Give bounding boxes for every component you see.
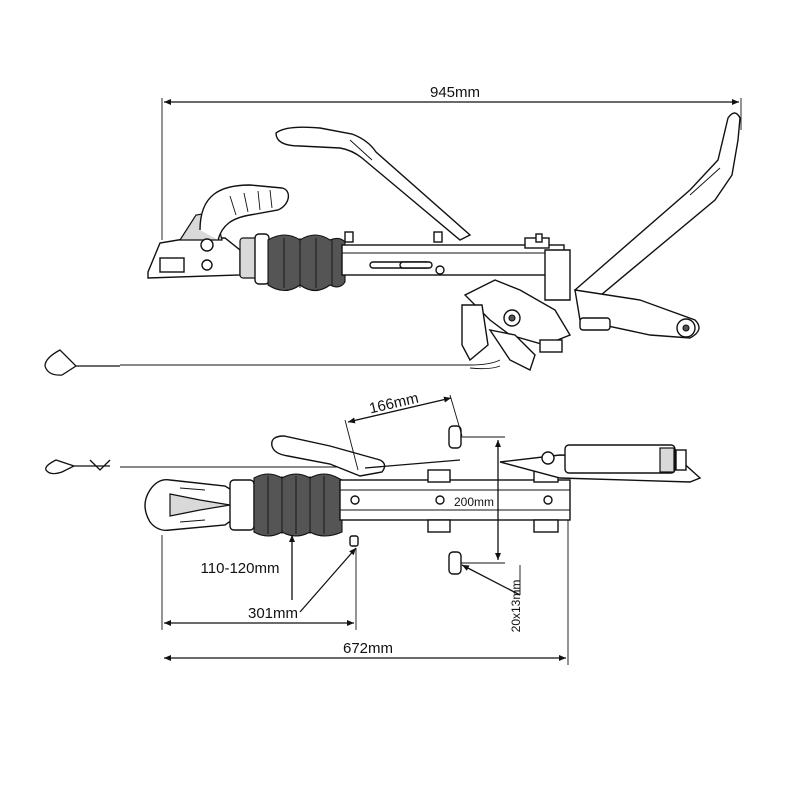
bolt-spacing-dimension: 200mm: [454, 436, 505, 564]
mount-bolts: [349, 425, 462, 575]
rubber-bellows-top: [253, 473, 343, 537]
front-to-bolt-dimension: 301mm: [161, 535, 357, 630]
breakaway-cable-top: [45, 459, 360, 475]
collar-nut: [239, 233, 270, 285]
side-view: 945mm: [44, 84, 742, 376]
overall-length-label: 945mm: [430, 84, 480, 101]
brake-handle-top: [271, 435, 461, 477]
main-tube-top: [339, 469, 571, 533]
bolt-spacing-label: 200mm: [454, 495, 494, 509]
rubber-bellows: [267, 234, 346, 292]
top-view: 166mm 200mm 110-120mm 301mm 672mm: [45, 390, 702, 665]
coupling-head-top: [144, 479, 255, 532]
handbrake-lever: [573, 112, 741, 339]
slot-size-dimension: 20x13mm: [461, 564, 523, 633]
lever-assembly: [461, 279, 572, 371]
height-range-label: 110-120mm: [201, 560, 280, 577]
handle-offset-label: 166mm: [368, 390, 421, 418]
damper-cylinder: [499, 444, 702, 483]
overall-length-dimension: 945mm: [161, 84, 742, 240]
breakaway-cable-side: [44, 349, 501, 376]
height-range-dimension: 110-120mm: [201, 535, 295, 600]
brake-handle-short: [275, 126, 472, 241]
front-to-bolt-label: 301mm: [248, 605, 298, 622]
slot-size-label: 20x13mm: [509, 580, 523, 633]
mount-length-dimension: 672mm: [164, 520, 569, 665]
main-tube: [341, 231, 571, 301]
coupling-head: [147, 184, 289, 279]
mount-length-label: 672mm: [343, 640, 393, 657]
